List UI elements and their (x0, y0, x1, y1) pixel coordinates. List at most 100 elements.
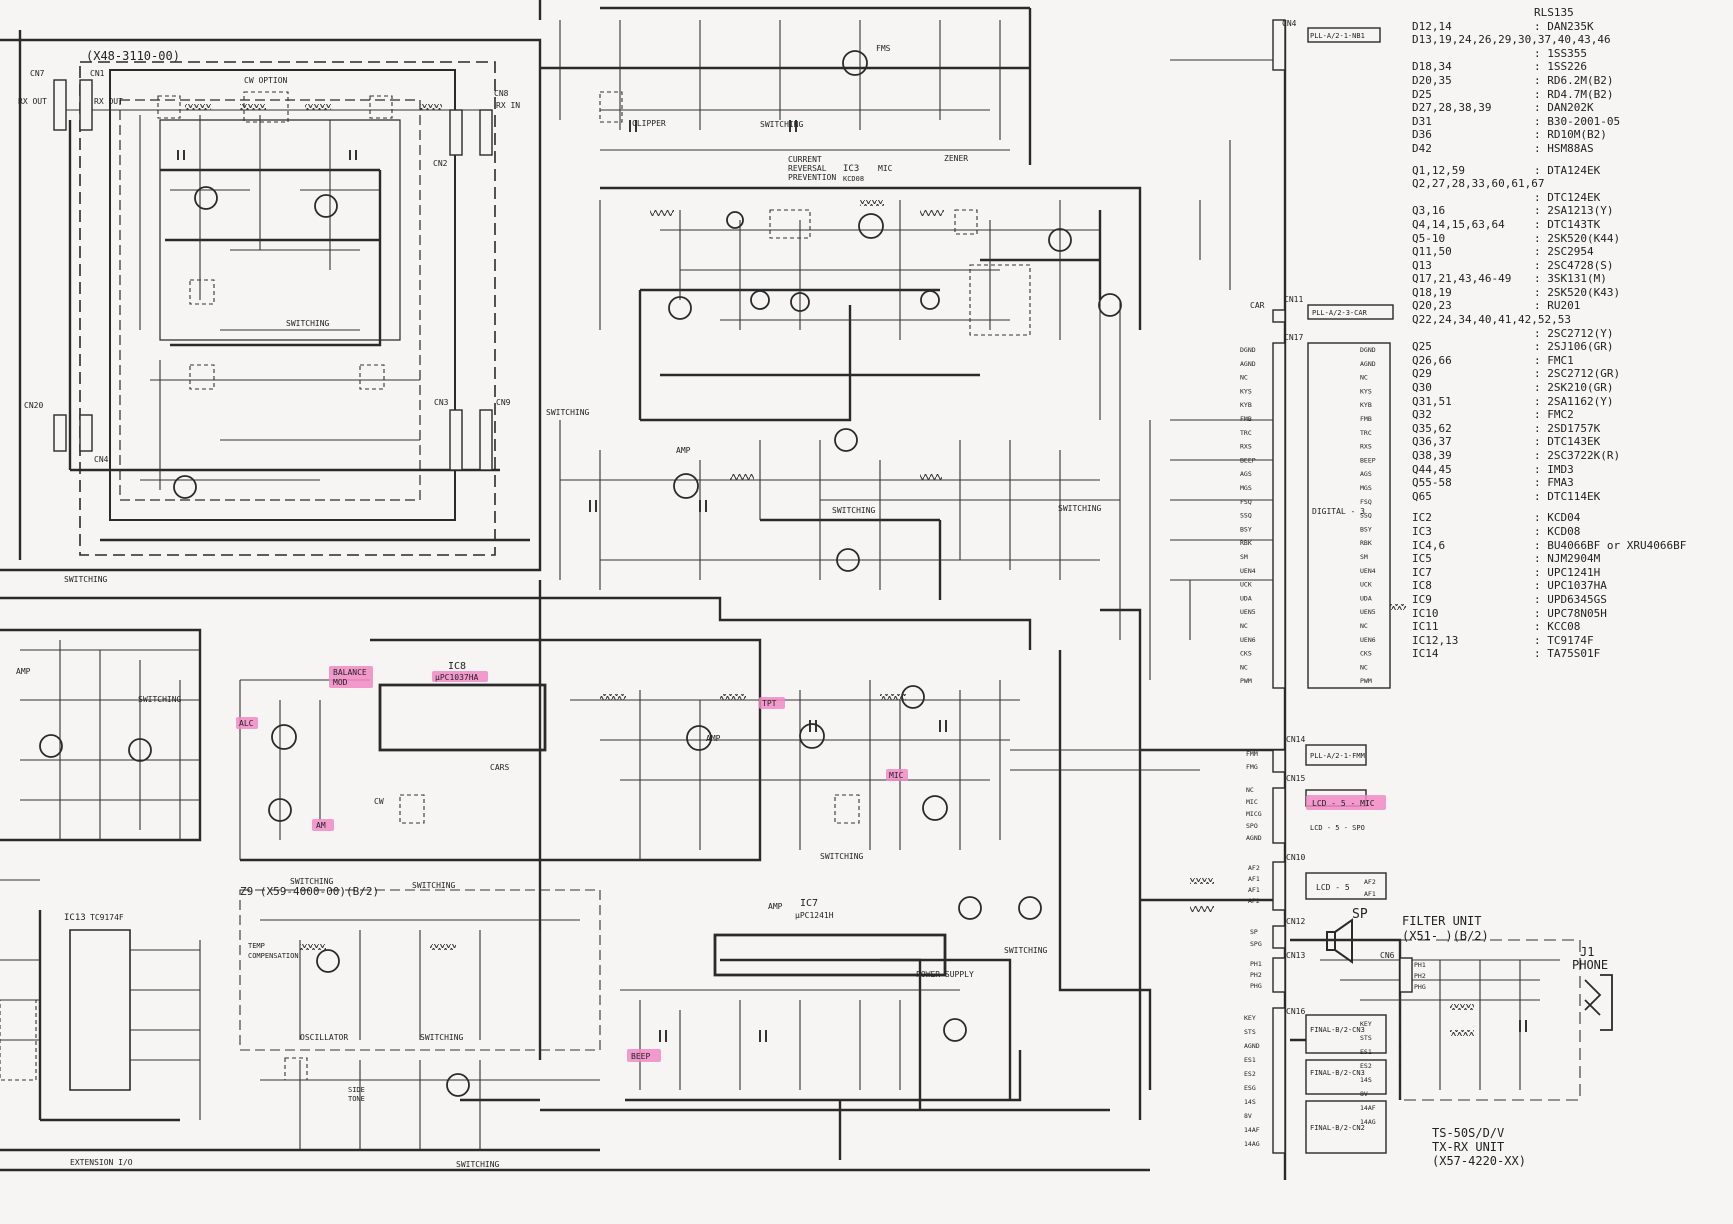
part-ref: Q36,37 (1412, 435, 1452, 449)
parts-row: D36: RD10M(B2) (1412, 128, 1730, 142)
dashed-boxes (0, 91, 1031, 1081)
ic7-part: µPC1241H (795, 911, 834, 920)
part-number: : UPC78N05H (1534, 606, 1607, 620)
cn16-pin-right: STS (1360, 1034, 1372, 1042)
cn17-pin-right: UEN6 (1360, 636, 1376, 644)
part-number: : UPC1241H (1534, 565, 1601, 579)
cn17-pin: PWM (1240, 677, 1252, 685)
cn17-pin: FSQ (1240, 498, 1252, 506)
part-ref: IC14 (1412, 647, 1439, 661)
parts-row: Q13: 2SC4728(S) (1412, 259, 1730, 273)
cn17-pin-right: NC (1360, 622, 1368, 630)
part-number: : FMC1 (1534, 353, 1574, 367)
cn17-pin-right: UEN5 (1360, 608, 1376, 616)
cn10-pin: AF1 (1248, 875, 1260, 883)
cn15-pin: MIC (1246, 798, 1258, 806)
phone-jack-1: J1 (1580, 945, 1594, 959)
parts-row: IC5: NJM2904M (1412, 552, 1730, 566)
filter-unit-2: (X51- )(B/2) (1402, 929, 1489, 943)
rx-in-label: RX IN (496, 101, 520, 110)
part-number: : DAN202K (1534, 101, 1594, 115)
cn16-pin-right: 14S (1360, 1076, 1372, 1084)
rx-out-left: RX OUT (18, 97, 47, 106)
parts-row: D25: RD4.7M(B2) (1412, 88, 1730, 102)
part-ref: D20,35 (1412, 73, 1452, 87)
side-tone-2: TONE (348, 1095, 365, 1103)
part-ref: D36 (1412, 128, 1432, 142)
am-label: AM (316, 821, 326, 830)
part-ref: IC3 (1412, 524, 1432, 538)
part-number: : UPD6345GS (1534, 592, 1607, 606)
cn17-pin-right: CKS (1360, 650, 1372, 658)
parts-row: D20,35: RD6.2M(B2) (1412, 74, 1730, 88)
part-ref: Q26,66 (1412, 353, 1452, 367)
part-number: : 2SA1213(Y) (1534, 204, 1614, 218)
parts-row: Q22,24,34,40,41,42,52,53 (1412, 313, 1730, 327)
parts-row: IC14: TA75S01F (1412, 647, 1730, 661)
cn17-pin-right: AGS (1360, 470, 1372, 478)
part-ref: IC9 (1412, 592, 1432, 606)
title-line-unit: TX-RX UNIT (1432, 1140, 1505, 1154)
ic7-label: IC7 (800, 898, 818, 909)
cn17-pin-right: FSQ (1360, 498, 1372, 506)
cn8-label: CN8 (494, 89, 509, 98)
cn17-pin-right: SSQ (1360, 512, 1372, 520)
part-ref: Q13 (1412, 258, 1432, 272)
part-ref (1412, 47, 1534, 61)
switching-label-q62: SWITCHING (290, 877, 334, 886)
cn17-pin: CKS (1240, 650, 1252, 658)
pll-car-label: PLL-A/2-3-CAR (1312, 309, 1368, 317)
switching-label-q25: SWITCHING (760, 120, 804, 129)
speaker-symbol (1326, 918, 1353, 964)
cn10-pin: AF2 (1248, 864, 1260, 872)
parts-row: IC2: KCD04 (1412, 511, 1730, 525)
cars-label: CARS (490, 763, 509, 772)
part-ref: Q30 (1412, 381, 1432, 395)
part-ref: D18,34 (1412, 60, 1452, 74)
cn17-pin-right: BSY (1360, 525, 1372, 533)
highlight-shapes (236, 666, 1386, 1062)
switching-label-d21: SWITCHING (1058, 504, 1102, 513)
title-block: TS-50S/D/V TX-RX UNIT (X57-4220-XX) (1432, 1126, 1526, 1168)
amp-label-q24: AMP (676, 446, 691, 455)
part-ref: Q17,21,43,46-49 (1412, 272, 1512, 286)
part-ref: Q5-10 (1412, 231, 1446, 245)
car-label: CAR (1250, 301, 1265, 310)
part-number: : 2SK520(K44) (1534, 231, 1621, 245)
part-number: : BU4066BF or XRU4066BF (1534, 538, 1687, 552)
cn15-pin: MICG (1246, 810, 1262, 818)
part-ref: Q25 (1412, 340, 1432, 354)
cn6-label: CN6 (1380, 951, 1395, 960)
part-number: : DAN235K (1534, 19, 1594, 33)
cn17-pin: BSY (1240, 525, 1252, 533)
part-ref: Q20,23 (1412, 299, 1452, 313)
title-line-number: (X57-4220-XX) (1432, 1154, 1526, 1168)
power-supply-label: POWER SUPPLY (916, 970, 974, 979)
switching-label-d12: SWITCHING (420, 1033, 464, 1042)
parts-row: D31: B30-2001-05 (1412, 115, 1730, 129)
z9-label: Z9 (X59-4000-00)(B/2) (240, 885, 379, 898)
part-ref: IC8 (1412, 579, 1432, 593)
part-ref: Q1,12,59 (1412, 163, 1465, 177)
final-i-label: FINAL-B/2-CN2 (1310, 1124, 1365, 1132)
part-number: : DTC114EK (1534, 489, 1601, 503)
part-ref: Q32 (1412, 408, 1432, 422)
part-ref (1412, 6, 1534, 20)
cn16-pin-right: ES1 (1360, 1048, 1372, 1056)
beep-label: BEEP (631, 1052, 650, 1061)
final-e-label: FINAL-B/2-CN3 (1310, 1069, 1365, 1077)
title-line-model: TS-50S/D/V (1432, 1126, 1505, 1140)
cn16-pin: 14AG (1244, 1140, 1260, 1148)
pll-nb-label: PLL-A/2-1-NB1 (1310, 32, 1365, 40)
cn13-pin: PH1 (1250, 960, 1262, 968)
cn17-pin-right: TRC (1360, 429, 1372, 437)
cn17-pin-right: NC (1360, 374, 1368, 382)
cn9-label: CN9 (496, 398, 511, 407)
part-number: : RD4.7M(B2) (1534, 87, 1614, 101)
parts-row: IC4,6: BU4066BF or XRU4066BF (1412, 539, 1730, 553)
amp-label-q42: AMP (706, 734, 721, 743)
cn14-pin: FMG (1246, 763, 1258, 771)
cn17-pin-right: UCK (1360, 581, 1372, 589)
parts-row: Q31,51: 2SA1162(Y) (1412, 395, 1730, 409)
